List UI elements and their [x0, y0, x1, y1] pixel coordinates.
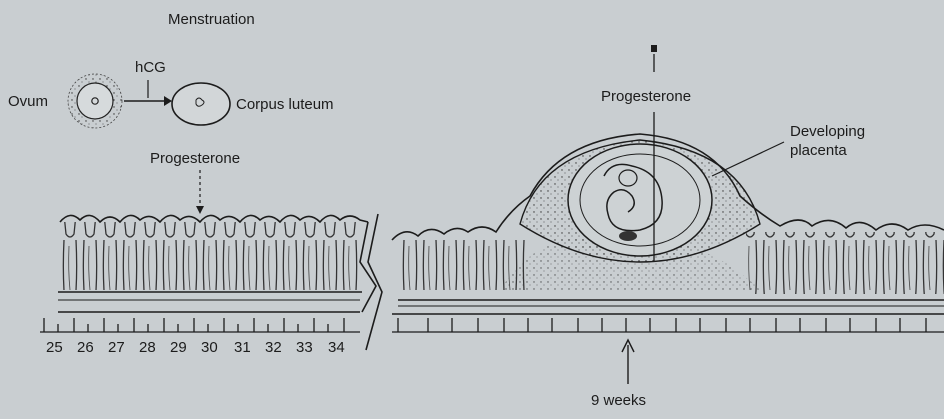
developing-placenta-label: Developing placenta	[790, 122, 865, 160]
hcg-label: hCG	[135, 59, 166, 76]
placenta-pointer	[712, 142, 784, 176]
corpus-luteum-drawing	[172, 83, 230, 125]
day-tick-label: 32	[265, 339, 282, 356]
day-tick-label: 31	[234, 339, 251, 356]
nine-weeks-label: 9 weeks	[591, 392, 646, 409]
left-endometrium	[58, 214, 382, 350]
day-tick-label: 30	[201, 339, 218, 356]
corpus-luteum-label: Corpus luteum	[236, 96, 334, 113]
day-tick-label: 26	[77, 339, 94, 356]
right-tick-marks	[392, 318, 944, 332]
placenta-sac-drawing	[520, 140, 760, 262]
menstruation-label: Menstruation	[168, 11, 255, 28]
day-tick-label: 34	[328, 339, 345, 356]
day-tick-label: 25	[46, 339, 63, 356]
day-tick-label: 33	[296, 339, 313, 356]
day-tick-label: 29	[170, 339, 187, 356]
day-tick-label: 28	[139, 339, 156, 356]
progesterone-right-label: Progesterone	[601, 88, 691, 105]
ovum-drawing	[68, 74, 122, 128]
progesterone-left-label: Progesterone	[150, 150, 240, 167]
day-tick-label: 27	[108, 339, 125, 356]
left-tick-marks	[40, 318, 360, 332]
ovum-label: Ovum	[8, 93, 48, 110]
